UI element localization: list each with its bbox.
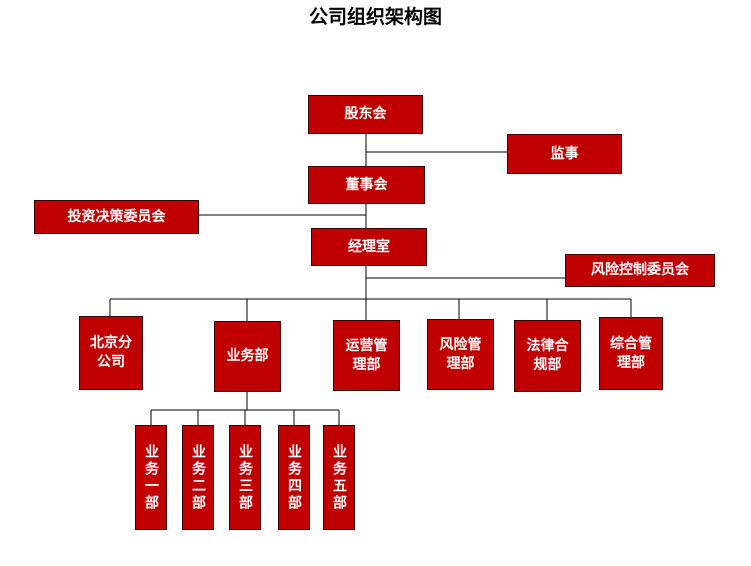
node-operations-dept: 运营管理部 (333, 320, 400, 391)
node-biz-1: 业务一部 (135, 425, 167, 530)
node-legal-dept: 法律合规部 (514, 320, 581, 392)
node-risk-committee: 风险控制委员会 (565, 254, 715, 287)
node-risk-dept: 风险管理部 (427, 319, 494, 390)
node-investment-committee: 投资决策委员会 (34, 200, 199, 234)
node-shareholders: 股东会 (308, 95, 423, 134)
node-board: 董事会 (308, 166, 425, 204)
node-biz-2: 业务二部 (182, 425, 214, 530)
node-biz-4: 业务四部 (278, 425, 310, 530)
node-supervisor: 监事 (507, 134, 622, 174)
node-business-dept: 业务部 (214, 321, 281, 392)
node-general-dept: 综合管理部 (599, 317, 663, 390)
node-beijing-branch: 北京分公司 (79, 316, 143, 390)
page-title: 公司组织架构图 (308, 6, 442, 28)
node-manager-office: 经理室 (311, 228, 427, 266)
node-biz-5: 业务五部 (323, 425, 355, 530)
node-biz-3: 业务三部 (229, 425, 261, 530)
